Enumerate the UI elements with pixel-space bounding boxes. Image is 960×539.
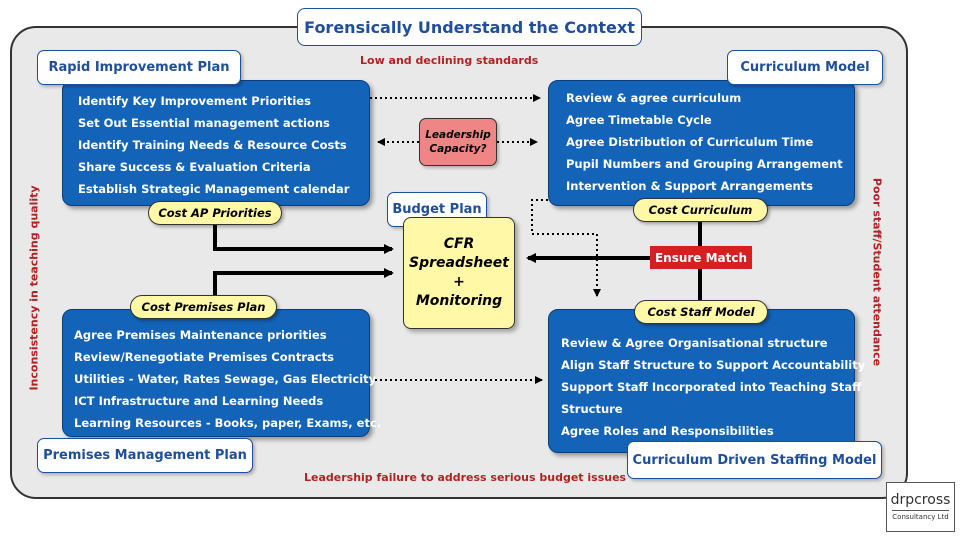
rapid-item: Share Success & Evaluation Criteria <box>78 160 311 174</box>
drpcross-logo: drpcross Consultancy Ltd <box>886 482 955 532</box>
cfr-line: Monitoring <box>415 293 503 309</box>
cost-ap-priorities: Cost AP Priorities <box>148 201 282 225</box>
cfr-spreadsheet-box: CFR Spreadsheet + Monitoring <box>403 217 515 329</box>
staffing-item: Review & Agree Organisational structure <box>561 336 828 350</box>
cfr-line: Spreadsheet <box>409 255 509 271</box>
rapid-item: Set Out Essential management actions <box>78 116 330 130</box>
leadership-line: Capacity? <box>429 143 487 155</box>
staffing-item: Agree Roles and Responsibilities <box>561 424 774 438</box>
curriculum-item: Intervention & Support Arrangements <box>566 179 814 193</box>
premises-item: Review/Renegotiate Premises Contracts <box>74 350 334 364</box>
curriculum-model-title: Curriculum Model <box>727 50 883 85</box>
staffing-item: Support Staff Incorporated into Teaching… <box>561 380 862 394</box>
premises-panel: Agree Premises Maintenance priorities Re… <box>62 309 382 437</box>
premises-item: Agree Premises Maintenance priorities <box>74 328 327 342</box>
rapid-item: Identify Training Needs & Resource Costs <box>78 138 347 152</box>
logo-name: drpcross <box>890 492 951 508</box>
cfr-line: + <box>453 274 465 290</box>
rapid-improvement-panel: Identify Key Improvement Priorities Set … <box>62 80 370 206</box>
arrow-rapid-to-cfr <box>213 224 394 254</box>
rapid-item: Establish Strategic Management calendar <box>78 182 350 196</box>
top-issue-label: Low and declining standards <box>360 54 539 67</box>
rapid-item: Identify Key Improvement Priorities <box>78 94 311 108</box>
curriculum-item: Pupil Numbers and Grouping Arrangement <box>566 157 843 171</box>
logo-tagline: Consultancy Ltd <box>892 510 949 522</box>
leadership-line: Leadership <box>425 129 491 141</box>
staffing-item: Align Staff Structure to Support Account… <box>561 358 866 372</box>
premises-management-title: Premises Management Plan <box>37 438 253 473</box>
staffing-model-title: Curriculum Driven Staffing Model <box>627 441 882 479</box>
curriculum-item: Agree Distribution of Curriculum Time <box>566 135 814 149</box>
premises-item: Utilities - Water, Rates Sewage, Gas Ele… <box>74 372 377 386</box>
premises-item: Learning Resources - Books, paper, Exams… <box>74 416 382 430</box>
arrow-premises-to-cfr <box>213 268 394 298</box>
curriculum-model-panel: Review & agree curriculum Agree Timetabl… <box>548 80 855 206</box>
staffing-model-panel: Review & Agree Organisational structure … <box>548 309 866 453</box>
cost-premises-plan: Cost Premises Plan <box>130 295 277 319</box>
premises-item: ICT Infrastructure and Learning Needs <box>74 394 324 408</box>
rapid-improvement-title: Rapid Improvement Plan <box>37 50 241 85</box>
dotted-curriculum-to-staff <box>531 199 601 297</box>
staffing-item: Structure <box>561 402 623 416</box>
curriculum-item: Review & agree curriculum <box>566 91 742 105</box>
cost-staff-model: Cost Staff Model <box>634 300 768 324</box>
bottom-issue-label: Leadership failure to address serious bu… <box>304 471 627 484</box>
curriculum-item: Agree Timetable Cycle <box>566 113 712 127</box>
leadership-capacity-box: Leadership Capacity? <box>419 118 497 166</box>
cfr-line: CFR <box>443 236 475 252</box>
cost-curriculum: Cost Curriculum <box>633 198 768 222</box>
context-title: Forensically Understand the Context <box>297 8 642 46</box>
ensure-match-badge: Ensure Match <box>650 246 752 269</box>
